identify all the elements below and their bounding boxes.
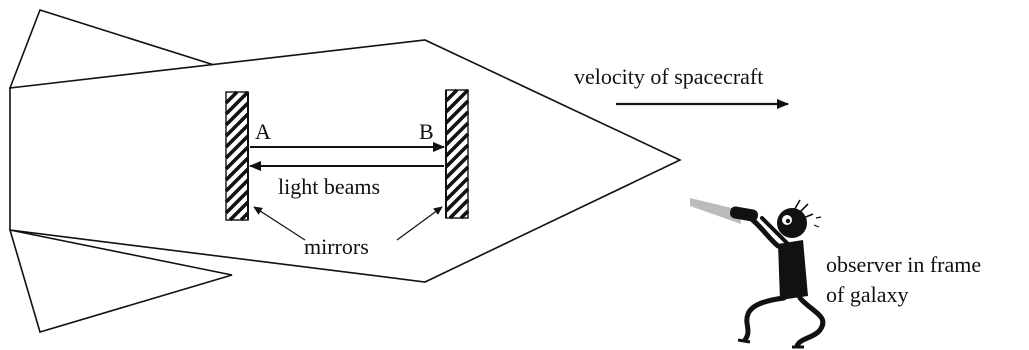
spacecraft-outline: [8, 9, 682, 333]
observer-label-line2: of galaxy: [826, 282, 908, 307]
mirror-hatch-line: [228, 200, 250, 222]
mirrors-pointer-right: [396, 206, 443, 241]
mirror-hatch-line: [224, 134, 250, 160]
mirror-hatch-line: [444, 143, 470, 169]
mirror-hatch-line: [444, 176, 470, 202]
mirror-hatch-line: [448, 198, 470, 220]
mirrors-label: mirrors: [304, 234, 369, 259]
mirrors-pointer-left: [253, 206, 306, 241]
mirror-hatch-line: [444, 154, 470, 180]
mirror-hatch-line: [224, 145, 250, 171]
mirror-hatch-line: [224, 189, 250, 215]
mirror-hatch-line: [459, 209, 470, 220]
spacecraft-lower-fin: [8, 228, 233, 333]
point-a-label: A: [255, 119, 271, 144]
observer-head: [777, 208, 807, 238]
observer-label-line1: observer in frame: [826, 252, 981, 277]
mirror-hatch-line: [444, 121, 470, 147]
mirror-hatch-line: [444, 187, 470, 213]
mirror-hatch-line: [224, 112, 250, 138]
mirror-hatch-line: [224, 178, 250, 204]
mirror-hatch-line: [444, 110, 470, 136]
flashlight-beam: [690, 198, 741, 224]
point-b-label: B: [419, 119, 434, 144]
spacecraft-body: [9, 39, 682, 283]
observer-figure: [690, 198, 826, 349]
mirror-hatch-line: [224, 167, 250, 193]
mirror-hatch-line: [224, 156, 250, 182]
mirror-hatch-line: [239, 211, 250, 222]
velocity-label: velocity of spacecraft: [574, 64, 763, 89]
light-beams-label: light beams: [278, 174, 380, 199]
mirror-hatch-line: [444, 165, 470, 191]
mirror-hatch-line: [224, 90, 239, 105]
mirror-hatch-line: [224, 123, 250, 149]
mirror-hatch-line: [444, 132, 470, 158]
mirror-left: [224, 90, 250, 222]
mirror-hatch-line: [444, 99, 470, 125]
mirror-hatch-line: [224, 90, 250, 116]
mirror-right: [444, 88, 470, 220]
mirror-hatch-line: [444, 88, 470, 114]
mirror-hatch-line: [224, 101, 250, 127]
observer-body: [778, 240, 808, 300]
mirror-hatch-line: [444, 88, 459, 103]
